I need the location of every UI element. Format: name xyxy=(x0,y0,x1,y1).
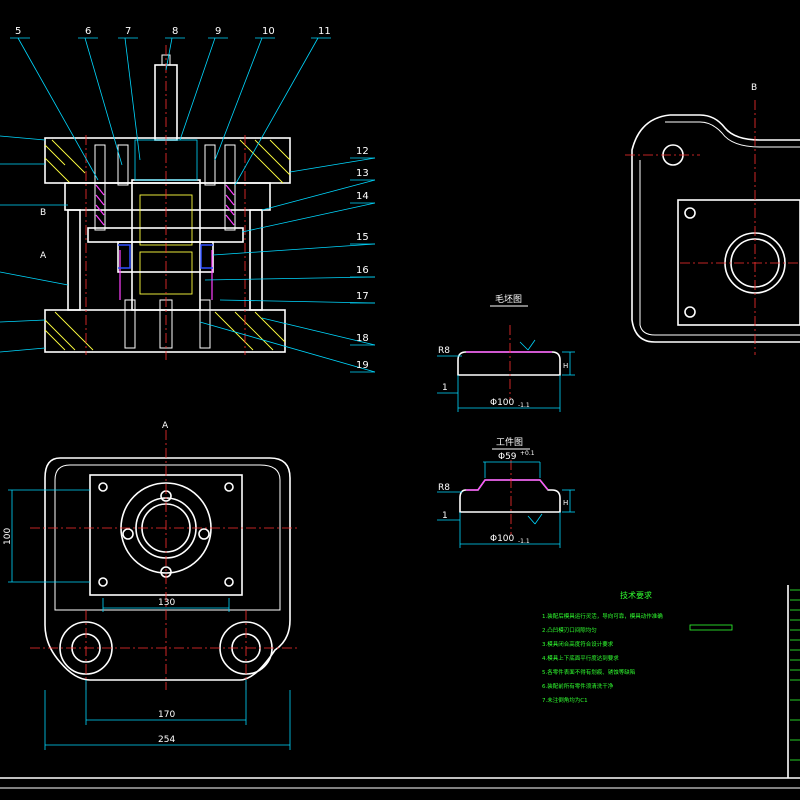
part-number-5: 5 xyxy=(15,26,21,37)
dimension-plan-height: 100 xyxy=(3,528,13,545)
tech-req-item-3: 3.模具闭合高度符合设计要求 xyxy=(542,640,614,648)
plan-view: 100 130 170 254 A xyxy=(3,421,300,750)
workpiece-thickness: 1 xyxy=(442,511,448,521)
tech-req-item-5: 5.各零件表面不得有划痕、锈蚀等缺陷 xyxy=(542,668,635,676)
upper-fixed-plate xyxy=(64,182,271,211)
side-view: B xyxy=(625,83,800,355)
tech-req-item-7: 7.未注倒角均为C1 xyxy=(542,696,588,704)
workpiece-drawing: 工件图 Φ59 +0.1 R8 1 Φ100 -1.1 H xyxy=(437,436,575,548)
part-number-labels: 5 6 7 8 9 10 11 12 13 14 15 16 17 18 19 … xyxy=(15,26,369,371)
part-number-17: 17 xyxy=(356,291,369,302)
section-label-b: B xyxy=(40,208,46,218)
guide-pillar-right xyxy=(249,209,263,311)
dimension-plan-holes-width: 170 xyxy=(158,710,175,720)
dimension-plan-total-width: 254 xyxy=(158,735,175,745)
technical-requirements: 技术要求 1.装配后模具运行灵活，导向可靠，模具动作准确 2.凸凹模刃口间隙均匀… xyxy=(542,590,733,704)
workpiece-diameter: Φ100 xyxy=(490,534,515,544)
workpiece-drawing-title: 工件图 xyxy=(496,436,523,448)
part-number-7: 7 xyxy=(125,26,131,37)
title-block-strip xyxy=(790,589,800,761)
part-number-11: 11 xyxy=(318,26,331,37)
workpiece-profile xyxy=(459,479,561,513)
tech-req-item-6: 6.装配前所有零件须清洗干净 xyxy=(542,682,614,690)
workpiece-inner-fit: +0.1 xyxy=(520,450,535,457)
side-view-label-b: B xyxy=(751,83,757,93)
part-number-6: 6 xyxy=(85,26,91,37)
part-number-10: 10 xyxy=(262,26,275,37)
part-number-16: 16 xyxy=(356,265,369,276)
dimension-plan-inner-width: 130 xyxy=(158,598,175,608)
tech-req-item-2: 2.凸凹模刃口间隙均匀 xyxy=(542,626,597,634)
workpiece-height-mark: H xyxy=(563,499,568,507)
blank-drawing: 毛坯图 R8 1 Φ100 -1.1 H xyxy=(437,293,575,412)
part-number-14: 14 xyxy=(356,191,369,202)
part-number-12: 12 xyxy=(356,146,369,157)
blank-holder xyxy=(117,241,214,273)
guide-pillar-left xyxy=(67,209,81,311)
section-label-a: A xyxy=(40,251,47,261)
drawing-frame xyxy=(0,585,800,789)
side-view-outline xyxy=(631,114,800,343)
stripper-plate xyxy=(87,227,244,243)
part-number-18: 18 xyxy=(356,333,369,344)
blank-drawing-title: 毛坯图 xyxy=(495,293,522,305)
upper-die-plate xyxy=(44,137,291,184)
workpiece-fit: -1.1 xyxy=(518,538,530,545)
part-number-15: 15 xyxy=(356,232,369,243)
side-view-insert xyxy=(677,199,800,326)
tech-req-title: 技术要求 xyxy=(620,590,652,600)
part-number-8: 8 xyxy=(172,26,178,37)
workpiece-radius: R8 xyxy=(438,483,450,493)
blank-fit: -1.1 xyxy=(518,402,530,409)
blank-height-mark: H xyxy=(563,362,568,370)
part-number-9: 9 xyxy=(215,26,221,37)
part-number-13: 13 xyxy=(356,168,369,179)
blank-diameter: Φ100 xyxy=(490,398,515,408)
plan-view-label-a: A xyxy=(162,421,169,431)
part-number-19: 19 xyxy=(356,360,369,371)
blank-profile xyxy=(457,351,561,376)
blank-thickness: 1 xyxy=(442,383,448,393)
lower-plate-outline xyxy=(44,457,291,681)
section-view xyxy=(0,45,291,360)
tech-req-item-4: 4.模具上下底面平行度达到要求 xyxy=(542,654,619,662)
workpiece-inner-diameter: Φ59 xyxy=(498,452,517,462)
tech-req-item-1: 1.装配后模具运行灵活，导向可靠，模具动作准确 xyxy=(542,612,663,620)
blank-radius: R8 xyxy=(438,346,450,356)
part-leaders xyxy=(10,37,376,373)
